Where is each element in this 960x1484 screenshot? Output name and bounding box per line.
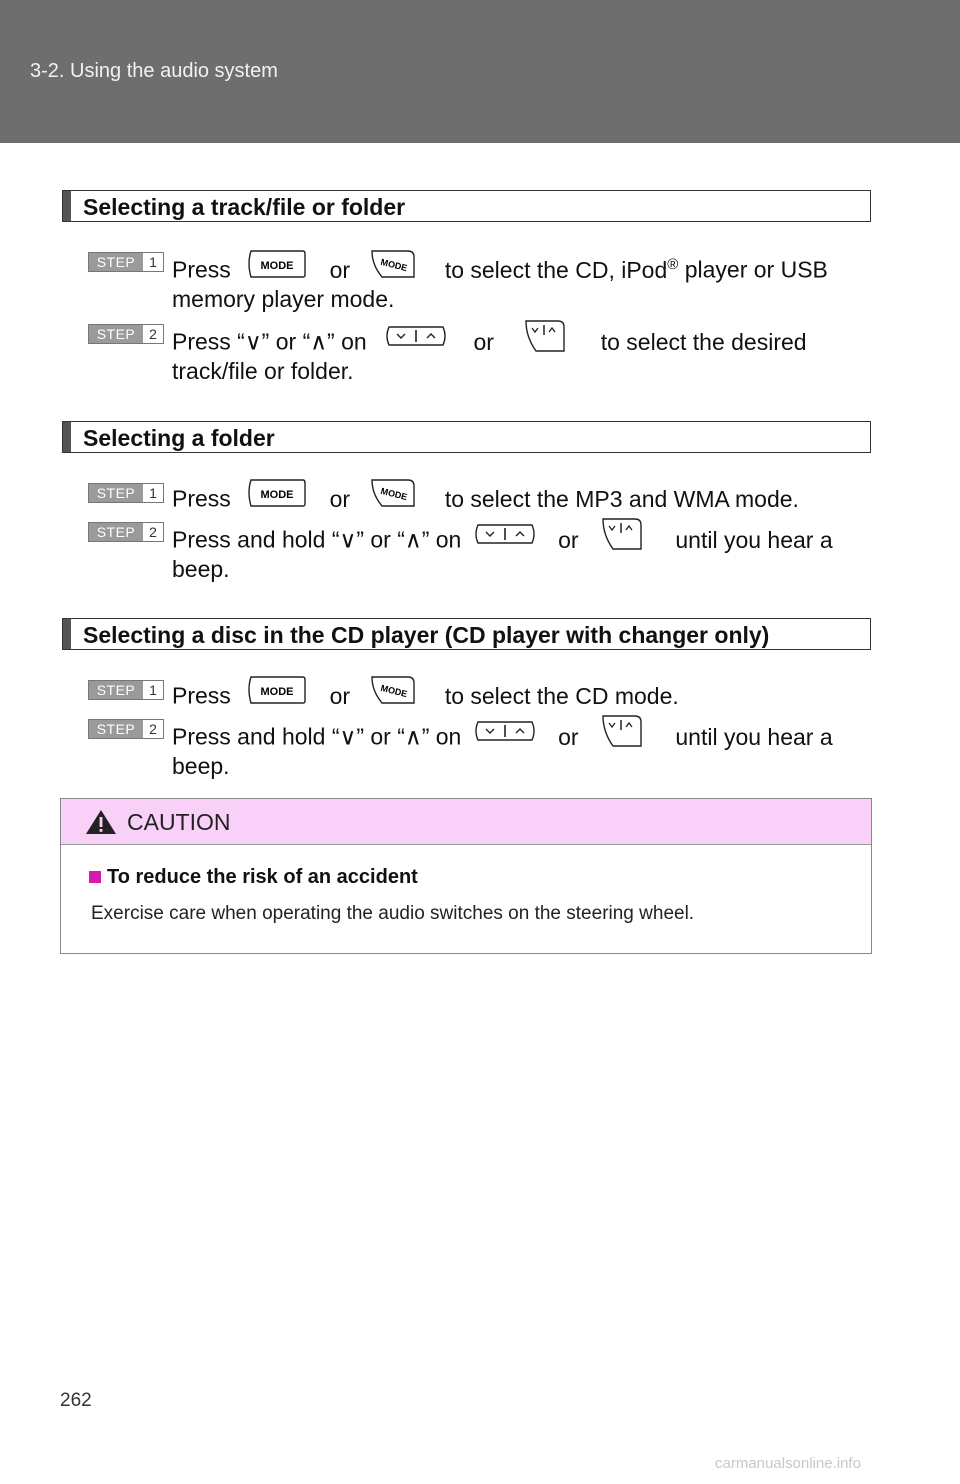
page-header: 3-2. Using the audio system [0,0,960,143]
section-heading-track: Selecting a track/file or folder [62,190,871,222]
section-title: Selecting a disc in the CD player (CD pl… [83,622,770,648]
chapter-title: 3-2. Using the audio system [30,60,278,82]
svg-text:MODE: MODE [261,489,294,501]
section-title: Selecting a track/file or folder [83,194,406,220]
watermark: carmanualsonline.info [715,1455,861,1472]
step-2-folder: STEP 2 Press and hold “∨” or “∧” on or u… [88,518,868,586]
seek-switch-icon [472,718,538,753]
seek-steering-switch-icon [522,317,570,364]
step-1-disc: STEP 1 Press MODE or MODE to select the … [88,676,868,710]
mode-button-icon: MODE [245,675,307,714]
caution-box: CAUTION To reduce the risk of an acciden… [60,798,872,954]
caution-subheading: To reduce the risk of an accident [89,866,418,889]
warning-triangle-icon [85,809,117,840]
seek-steering-switch-icon [599,712,647,759]
caution-body: Exercise care when operating the audio s… [91,903,695,924]
seek-switch-icon [383,323,449,358]
step-badge: STEP 2 [88,522,164,542]
mode-steering-button-icon: MODE [368,247,418,290]
step-badge: STEP 2 [88,719,164,739]
step-badge: STEP 1 [88,483,164,503]
seek-steering-switch-icon [599,515,647,562]
svg-text:MODE: MODE [261,686,294,698]
svg-text:MODE: MODE [261,260,294,272]
section-heading-disc: Selecting a disc in the CD player (CD pl… [62,618,871,650]
section-heading-folder: Selecting a folder [62,421,871,453]
mode-button-icon: MODE [245,249,307,288]
bullet-square-icon [89,871,101,883]
step-2-track: STEP 2 Press “∨” or “∧” on or to select … [88,320,868,388]
mode-button-icon: MODE [245,478,307,517]
caution-title: CAUTION [127,809,231,835]
step-badge: STEP 1 [88,680,164,700]
caution-header: CAUTION [61,799,871,845]
step-badge: STEP 2 [88,324,164,344]
step-badge: STEP 1 [88,252,164,272]
section-title: Selecting a folder [83,425,275,451]
step-1-folder: STEP 1 Press MODE or MODE to select the … [88,479,868,513]
mode-steering-button-icon: MODE [368,673,418,716]
step-1-track: STEP 1 Press MODE or MODE to select the … [88,248,868,316]
seek-switch-icon [472,521,538,556]
mode-steering-button-icon: MODE [368,476,418,519]
step-2-disc: STEP 2 Press and hold “∨” or “∧” on or u… [88,715,868,783]
page-number: 262 [60,1390,92,1411]
